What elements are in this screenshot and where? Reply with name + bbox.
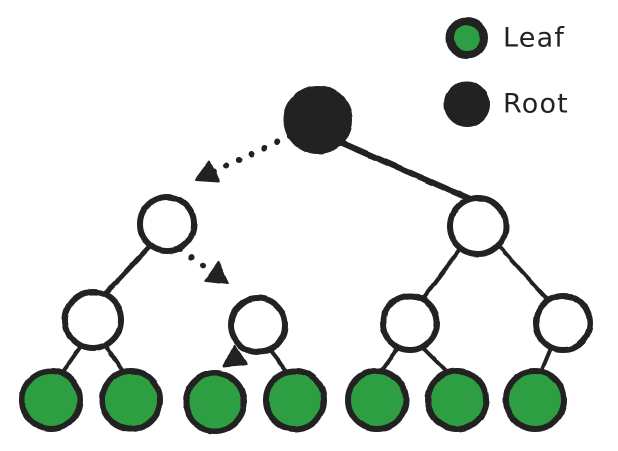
- internal-node-lr[interactable]: [228, 295, 288, 355]
- edge-r1-rl: [422, 246, 463, 299]
- legend-item-leaf: Leaf: [446, 17, 565, 59]
- legend-label-root: Root: [503, 89, 569, 120]
- leaf-node-5[interactable]: [345, 368, 409, 432]
- internal-node-right[interactable]: [447, 195, 509, 257]
- edge-rl-leaf5: [379, 346, 400, 374]
- edge-ll-leaf1: [60, 344, 83, 375]
- edge-r1-rr: [496, 243, 550, 302]
- leaf-node-6[interactable]: [425, 368, 489, 432]
- tree-edges-layer: [60, 139, 553, 375]
- edge-root-right: [337, 139, 473, 202]
- traversal-arrow-3-head: [223, 344, 248, 367]
- leaf-node-4[interactable]: [263, 368, 327, 432]
- legend-swatch-leaf-icon: [446, 17, 488, 59]
- leaf-node-1[interactable]: [19, 368, 83, 432]
- internal-node-ll[interactable]: [62, 289, 124, 351]
- legend-swatch-root-icon: [444, 81, 490, 127]
- edge-l1-ll: [103, 243, 153, 296]
- legend-label-leaf: Leaf: [503, 23, 565, 54]
- root-node[interactable]: [283, 85, 353, 155]
- leaf-node-2[interactable]: [99, 368, 163, 432]
- traversal-arrow-1-head: [195, 160, 220, 183]
- internal-node-rr[interactable]: [533, 293, 593, 353]
- legend-item-root: Root: [444, 81, 569, 127]
- leaf-node-7[interactable]: [503, 368, 567, 432]
- traversal-arrow-2-line: [177, 246, 218, 277]
- edge-rr-leaf7: [539, 346, 553, 374]
- edge-ll-leaf2: [104, 344, 126, 375]
- leaf-node-3[interactable]: [183, 370, 247, 434]
- internal-node-left[interactable]: [137, 194, 197, 254]
- traversal-arrow-2-head: [204, 261, 229, 284]
- edge-rl-leaf6: [421, 346, 449, 374]
- traversal-arrow-1-line: [208, 133, 293, 176]
- edge-lr-leaf4: [268, 348, 290, 375]
- tree-nodes-layer: [19, 85, 593, 434]
- internal-node-rl[interactable]: [380, 293, 440, 353]
